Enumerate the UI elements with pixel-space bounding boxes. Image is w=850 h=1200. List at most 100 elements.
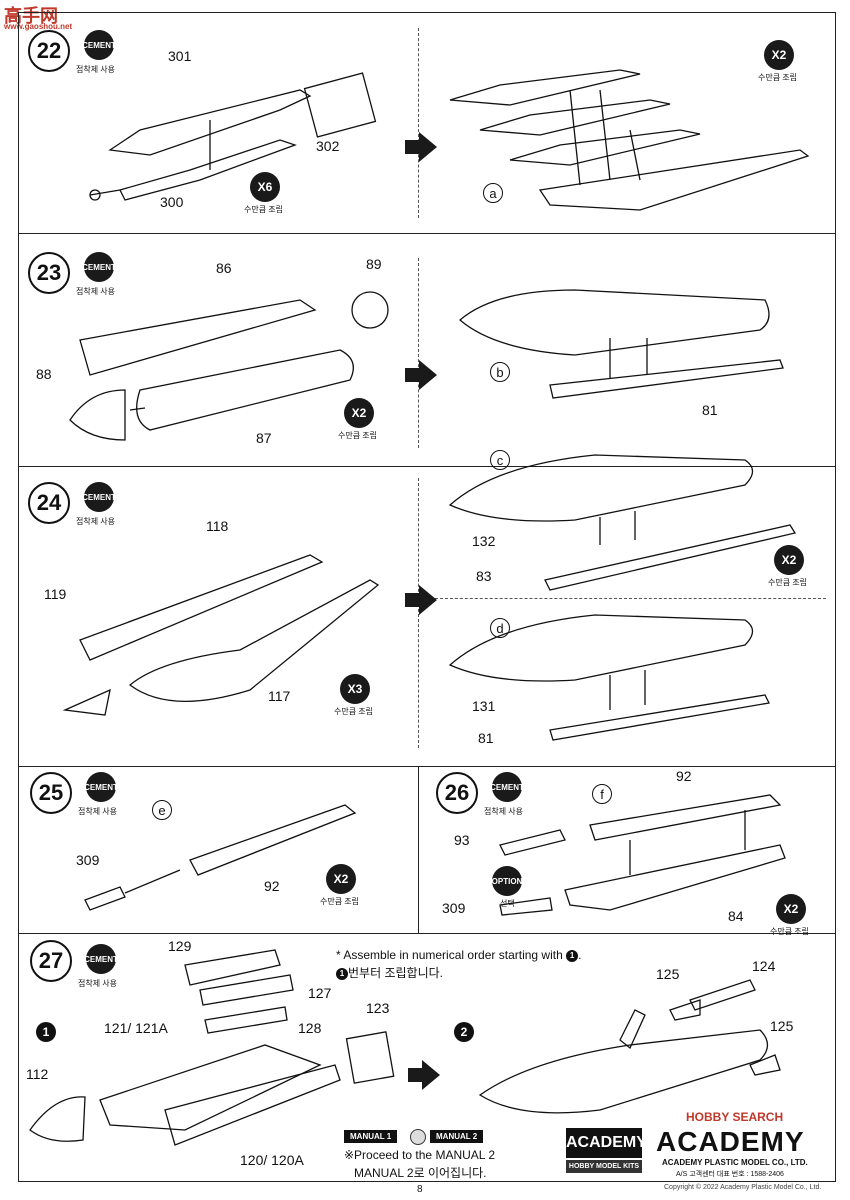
part-117: 117 [268, 688, 291, 704]
step-27: 27 [30, 940, 72, 982]
cement-caption: 접착제 사용 [78, 807, 118, 816]
divider-v4 [418, 766, 419, 933]
part-92: 92 [676, 768, 692, 784]
option-badge: OPTION [492, 866, 522, 896]
cement-badge: CEMENT [84, 944, 118, 974]
part-92: 92 [264, 878, 280, 894]
part-301: 301 [168, 48, 192, 64]
qty-badge-x3: X3 [340, 674, 370, 704]
divider-4 [18, 933, 836, 934]
part-125: 125 [770, 1018, 794, 1034]
part-89: 89 [366, 256, 382, 272]
qty-badge-x2: X2 [776, 894, 806, 924]
part-87: 87 [256, 430, 272, 446]
part-84: 84 [728, 908, 744, 924]
part-93: 93 [454, 832, 470, 848]
part-83: 83 [476, 568, 492, 584]
step23-tank-drawing [69, 291, 389, 441]
part-112: 112 [26, 1066, 49, 1082]
part-132: 132 [472, 533, 496, 549]
step-23: 23 [28, 252, 70, 294]
marker-1-icon: 1 [336, 967, 348, 980]
manual-label-1: MANUAL 1 [344, 1130, 398, 1143]
assembly-note-en: * Assemble in numerical order starting w… [336, 948, 582, 962]
part-86: 86 [216, 260, 232, 276]
page-number: 8 [417, 1184, 423, 1195]
step24-result-c-drawing [448, 454, 797, 591]
qty-badge-x6: X6 [250, 172, 280, 202]
step27-part1-drawing [29, 949, 395, 1146]
sub-step-1: 1 [36, 1022, 56, 1042]
cement-badge: CEMENT [82, 252, 116, 282]
hobby-kits-label: HOBBY MODEL KITS [566, 1160, 642, 1173]
part-118: 118 [206, 518, 229, 534]
qty-badge-x2: X2 [774, 545, 804, 575]
sub-assembly-b: b [490, 362, 510, 382]
step22-missile-drawing [89, 72, 377, 201]
step27-part2-drawing [478, 979, 781, 1114]
cement-caption: 접착제 사용 [76, 65, 116, 74]
part-300: 300 [160, 194, 184, 210]
part-309: 309 [442, 900, 466, 916]
part-119: 119 [44, 586, 67, 602]
manual-proceed-ko: MANUAL 2로 이어집니다. [354, 1166, 487, 1180]
step24-tank-drawing [62, 554, 380, 716]
qty-caption: 수만큼 조립 [758, 73, 798, 82]
manual-label-2: MANUAL 2 [430, 1130, 484, 1143]
manual-proceed-icon [410, 1129, 426, 1145]
cement-caption: 접착제 사용 [76, 287, 116, 296]
divider-v3 [418, 478, 419, 748]
service-number: A/S 고객센터 대표 번호 : 1588-2406 [676, 1171, 784, 1178]
qty-badge-x2: X2 [344, 398, 374, 428]
step25-missile-drawing [84, 804, 357, 911]
cement-badge: CEMENT [82, 482, 116, 512]
step22-result-drawing [449, 69, 810, 211]
part-120: 120/ 120A [240, 1152, 304, 1168]
manual-proceed-en: ※Proceed to the MANUAL 2 [344, 1148, 496, 1162]
academy-logo: ACADEMY [566, 1128, 647, 1158]
part-302: 302 [316, 138, 340, 154]
sub-assembly-c: c [490, 450, 510, 470]
cement-caption: 접착제 사용 [484, 807, 524, 816]
cement-badge: CEMENT [84, 772, 118, 802]
watermark-hobby-search: HOBBY SEARCH [686, 1110, 784, 1124]
qty-caption: 수만큼 조립 [770, 927, 810, 936]
divider-v2 [418, 258, 419, 448]
part-131: 131 [472, 698, 496, 714]
cement-badge: CEMENT [490, 772, 524, 802]
divider-3 [18, 766, 836, 767]
part-125: 125 [656, 966, 680, 982]
part-123: 123 [366, 1000, 390, 1016]
sub-step-2: 2 [454, 1022, 474, 1042]
step-24: 24 [28, 482, 70, 524]
part-81: 81 [702, 402, 718, 418]
divider-v1 [418, 28, 419, 218]
marker-1-icon: 1 [566, 949, 579, 962]
qty-badge-x2: X2 [326, 864, 356, 894]
part-81: 81 [478, 730, 494, 746]
part-128: 128 [298, 1020, 322, 1036]
qty-caption: 수만큼 조립 [334, 707, 374, 716]
part-129: 129 [168, 938, 192, 954]
part-127: 127 [308, 985, 332, 1001]
part-124: 124 [752, 958, 776, 974]
sub-assembly-e: e [152, 800, 172, 820]
brand-wordmark: ACADEMY [656, 1126, 805, 1157]
qty-caption: 수만큼 조립 [320, 897, 360, 906]
option-caption: 선택 [500, 899, 515, 908]
part-121: 121/ 121A [104, 1020, 168, 1036]
cement-caption: 접착제 사용 [78, 979, 118, 988]
qty-caption: 수만큼 조립 [244, 205, 284, 214]
qty-caption: 수만큼 조립 [338, 431, 378, 440]
company-name: ACADEMY PLASTIC MODEL CO., LTD. [662, 1158, 808, 1167]
sub-assembly-d: d [490, 618, 510, 638]
divider-1 [18, 233, 836, 234]
step-25: 25 [30, 772, 72, 814]
watermark-logo: 高手网 [4, 6, 58, 26]
qty-caption: 수만큼 조립 [768, 578, 808, 587]
page-frame [18, 12, 836, 1182]
copyright: Copyright © 2022 Academy Plastic Model C… [664, 1184, 822, 1191]
cement-caption: 접착제 사용 [76, 517, 116, 526]
sub-assembly-a: a [483, 183, 503, 203]
